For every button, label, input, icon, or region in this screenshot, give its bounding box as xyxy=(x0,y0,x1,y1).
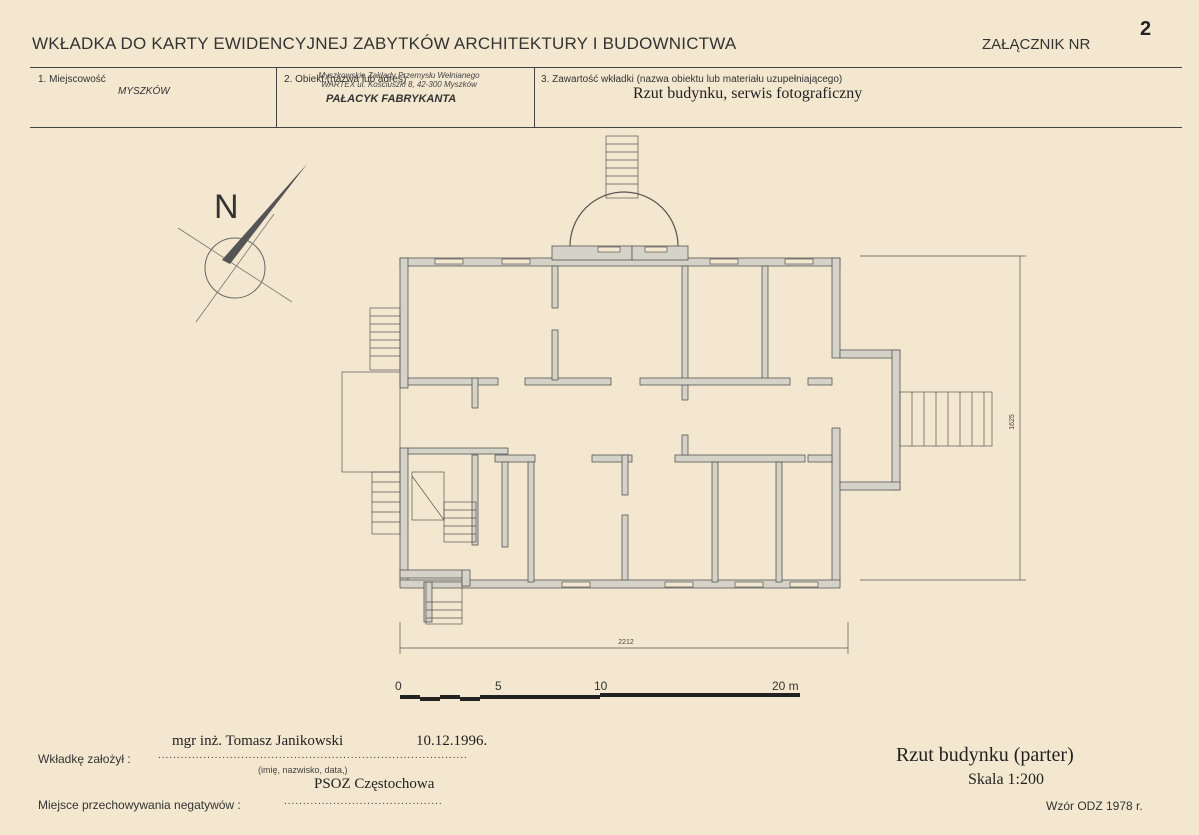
contents-label: 3. Zawartość wkładki (nazwa obiektu lub … xyxy=(541,74,843,85)
author-date: 10.12.1996. xyxy=(416,733,488,749)
caption-scale: Skala 1:200 xyxy=(968,771,1044,788)
compass-circle xyxy=(204,237,266,299)
scale-seg-6 xyxy=(500,695,600,699)
table-bottom-rule xyxy=(30,127,1182,128)
form-code: Wzór ODZ 1978 r. xyxy=(1046,799,1143,813)
attachment-label: ZAŁĄCZNIK NR xyxy=(982,36,1091,53)
north-stairs xyxy=(605,135,639,199)
compass-axis-1 xyxy=(177,227,293,303)
dimension-lines xyxy=(399,255,1026,654)
scale-seg-2 xyxy=(420,697,440,701)
table-top-rule xyxy=(30,67,1182,68)
contents-value: Rzut budynku, serwis fotograficzny xyxy=(633,85,863,102)
scale-seg-7 xyxy=(600,693,800,697)
author-label: Wkładkę założył : xyxy=(38,752,131,766)
compass-axis-2 xyxy=(195,213,275,323)
scale-seg-1 xyxy=(400,695,420,699)
dimension-width: 2212 xyxy=(618,639,634,646)
object-value: PAŁACYK FABRYKANTA xyxy=(326,93,457,105)
east-stairs xyxy=(899,391,993,447)
caption-title: Rzut budynku (parter) xyxy=(896,744,1074,766)
author-hint: (imię, nazwisko, data,) xyxy=(258,765,348,775)
locality-value: MYSZKÓW xyxy=(118,86,170,97)
scale-tick-10: 10 xyxy=(594,679,608,693)
object-stamp: Myszkowskie Zakłady Przemysłu Wełnianego… xyxy=(306,71,492,89)
form-title: WKŁADKA DO KARTY EWIDENCYJNEJ ZABYTKÓW A… xyxy=(32,34,737,53)
author-dots: ........................................… xyxy=(158,750,468,761)
scale-seg-4 xyxy=(460,697,480,701)
scale-tick-5: 5 xyxy=(495,679,502,693)
author-typed: mgr inż. Tomasz Janikowski xyxy=(172,733,344,749)
institution: PSOZ Częstochowa xyxy=(314,776,435,792)
scale-tick-20: 20 m xyxy=(772,679,799,693)
table-divider-1 xyxy=(276,67,277,127)
attachment-number: 2 xyxy=(1140,18,1152,40)
scale-seg-5 xyxy=(480,695,500,699)
west-stairs xyxy=(341,307,477,543)
scale-bar: 0 5 10 20 m xyxy=(395,679,800,701)
north-arrow: N xyxy=(177,164,307,323)
table-divider-2 xyxy=(534,67,535,127)
floor-plan: 2212 1625 xyxy=(341,135,1026,654)
plan-windows xyxy=(434,246,819,588)
negatives-label: Miejsce przechowywania negatywów : xyxy=(38,798,241,812)
scale-seg-3 xyxy=(440,695,460,699)
object-stamp-line2: WARTEX ul. Kościuszki 8, 42-300 Myszków xyxy=(321,80,477,89)
dimension-height: 1625 xyxy=(1009,414,1016,430)
north-label: N xyxy=(214,188,239,226)
south-stairs xyxy=(425,581,463,625)
north-needle-shade xyxy=(222,164,307,264)
object-label: 2. Obiekt (nazwa lub adres) xyxy=(284,74,407,85)
locality-label: 1. Miejscowość xyxy=(38,74,106,85)
scale-tick-0: 0 xyxy=(395,679,402,693)
object-stamp-line1: Myszkowskie Zakłady Przemysłu Wełnianego xyxy=(318,71,480,80)
north-bay-arc xyxy=(569,191,679,247)
negatives-dots: ........................................… xyxy=(284,796,443,807)
